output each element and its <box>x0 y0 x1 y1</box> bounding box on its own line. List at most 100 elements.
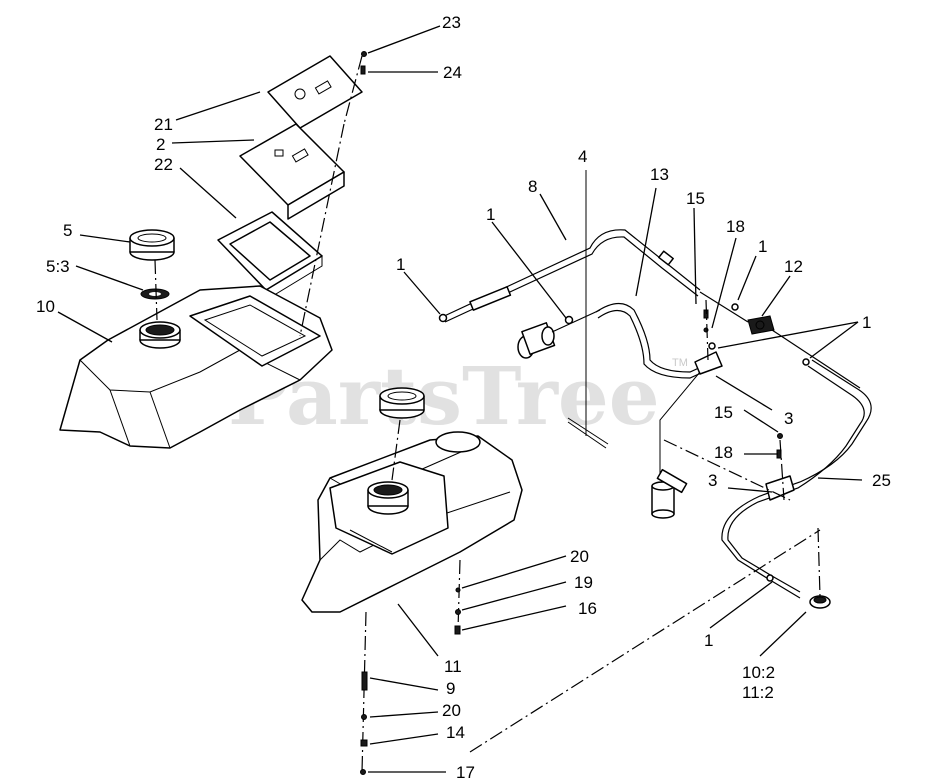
gasket-5-3 <box>140 288 170 300</box>
bracket-22 <box>217 211 323 301</box>
leader-20-lower <box>369 711 439 718</box>
plate-2 <box>239 123 345 220</box>
hose-8-sleeve <box>658 250 674 266</box>
leader-18-upper <box>711 237 737 329</box>
callout-1-a: 1 <box>396 255 405 274</box>
callout-22: 22 <box>154 155 173 174</box>
leader-21 <box>175 91 261 121</box>
leader-1-a <box>403 271 441 315</box>
callout-23: 23 <box>442 13 461 32</box>
leader-12 <box>761 275 791 317</box>
leader-25 <box>817 477 863 481</box>
bolt-17 <box>360 769 366 775</box>
callout-16: 16 <box>578 599 597 618</box>
spacer-9 <box>361 671 368 691</box>
hose-13 <box>595 302 713 373</box>
leader-1-b <box>491 221 567 319</box>
callout-11: 11 <box>444 657 462 676</box>
leader-16 <box>461 605 567 631</box>
washer-20-upper <box>455 587 461 593</box>
bolt-16 <box>454 625 461 635</box>
clamp-1-b <box>564 315 574 325</box>
screw-24 <box>360 65 366 75</box>
leader-8 <box>539 193 567 241</box>
callout-25: 25 <box>872 471 891 490</box>
fuel-tank-left <box>59 285 333 449</box>
callout-18-lower: 18 <box>714 443 733 462</box>
clamp-1-c <box>731 303 739 311</box>
leader-3-upper <box>715 375 773 411</box>
leader-1-e <box>709 581 773 629</box>
callout-4: 4 <box>578 147 587 166</box>
callout-12: 12 <box>784 257 803 276</box>
hose-sleeve <box>469 286 512 311</box>
callout-14: 14 <box>446 723 465 742</box>
leader-9 <box>369 677 439 691</box>
callout-20-lower: 20 <box>442 701 461 720</box>
callout-1-e: 1 <box>704 631 713 650</box>
callout-17: 17 <box>456 763 475 782</box>
watermark-tm: TM <box>672 357 688 369</box>
callout-2: 2 <box>156 135 165 154</box>
outlet-fitting <box>809 595 831 609</box>
callout-18-upper: 18 <box>726 217 745 236</box>
centerline-long <box>469 529 821 753</box>
leader-11 <box>397 603 439 657</box>
leader-10-2 <box>759 611 807 657</box>
leader-19 <box>461 581 567 611</box>
callout-20-upper: 20 <box>570 547 589 566</box>
hose-13-inner <box>597 309 713 379</box>
leader-22 <box>179 167 237 219</box>
callout-3-lower: 3 <box>708 471 717 490</box>
callout-1-b: 1 <box>486 205 495 224</box>
callout-1-d: 1 <box>862 313 871 332</box>
leader-5 <box>79 234 131 243</box>
callout-15-upper: 15 <box>686 189 705 208</box>
fuel-cap-5 <box>129 229 175 261</box>
leader-2 <box>171 139 255 144</box>
leader-15-upper <box>693 207 697 305</box>
callout-13: 13 <box>650 165 669 184</box>
centerline-cap-left <box>154 259 158 321</box>
callout-5-3: 5:3 <box>46 257 70 276</box>
centerline-bolt-stack <box>361 611 367 773</box>
washer-19 <box>455 609 461 615</box>
callout-3-upper: 3 <box>784 409 793 428</box>
centerline-screw-top <box>343 55 363 125</box>
centerline-cap-center <box>391 419 401 481</box>
leader-1-d-2 <box>809 321 859 359</box>
screw-15-lower <box>777 433 783 439</box>
callout-1-c: 1 <box>758 237 767 256</box>
callout-15-lower: 15 <box>714 403 733 422</box>
nut-14 <box>360 739 368 747</box>
fuel-filter <box>517 322 556 359</box>
leader-1-d-1 <box>717 321 859 349</box>
valve-12 <box>747 315 775 335</box>
bracket-3-upper <box>694 351 723 375</box>
hose-8-inner <box>444 236 699 323</box>
leader-3-lower <box>727 487 773 493</box>
leader-1-c <box>737 255 757 301</box>
hose-valve-out <box>771 329 861 389</box>
callout-11-2: 11:2 <box>742 683 774 702</box>
leader-15-lower <box>743 409 779 433</box>
centerline-bolt-right <box>457 559 461 631</box>
callout-10: 10 <box>36 297 55 316</box>
callout-19: 19 <box>574 573 593 592</box>
centerline-plate <box>299 123 345 337</box>
callout-8: 8 <box>528 177 537 196</box>
leader-5-3 <box>75 265 144 291</box>
plate-21 <box>267 55 363 129</box>
filter-line <box>551 309 601 333</box>
callout-5: 5 <box>63 221 72 240</box>
clamp-1-a <box>438 313 448 323</box>
callout-24: 24 <box>443 63 462 82</box>
clamp-1-f <box>766 574 774 582</box>
rod-4 <box>567 417 609 445</box>
fuel-tank-center <box>301 431 523 613</box>
fuel-pump <box>651 468 688 519</box>
leader-14 <box>369 733 439 745</box>
leader-10 <box>57 311 113 343</box>
